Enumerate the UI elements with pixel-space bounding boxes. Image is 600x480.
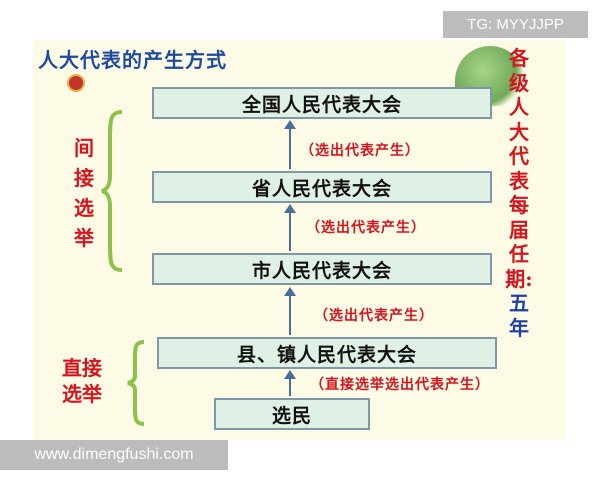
arrow-up-1 bbox=[284, 120, 296, 169]
selection-label-4: （直接选举选出代表产生） bbox=[310, 377, 490, 393]
term-char: 级 bbox=[509, 70, 529, 95]
indirect-char-4: 举 bbox=[74, 226, 94, 250]
term-char: 各 bbox=[509, 46, 529, 70]
arrow-up-4 bbox=[284, 370, 296, 396]
level-box-voters: 选民 bbox=[214, 398, 370, 430]
direct-brace bbox=[127, 340, 145, 426]
bottom-watermark: www.dimengfushi.com bbox=[0, 440, 228, 470]
term-char: 大 bbox=[509, 119, 529, 144]
direct-line-2: 选举 bbox=[62, 382, 102, 406]
indirect-char-1: 间 bbox=[74, 136, 94, 160]
selection-label-1: （选出代表产生） bbox=[300, 143, 420, 159]
term-char: 代 bbox=[509, 144, 529, 168]
level-box-city: 市人民代表大会 bbox=[152, 253, 492, 285]
arrow-up-3 bbox=[284, 287, 296, 335]
term-char: 每 bbox=[509, 193, 529, 217]
selection-label-2: （选出代表产生） bbox=[306, 220, 426, 236]
term-value-char: 年 bbox=[509, 315, 529, 340]
term-char: 人 bbox=[509, 95, 529, 119]
indirect-char-3: 选 bbox=[74, 196, 94, 220]
direct-election-label: 直接 选举 bbox=[52, 355, 112, 407]
term-char: 届 bbox=[509, 217, 529, 242]
level-box-national: 全国人民代表大会 bbox=[152, 87, 492, 119]
top-watermark: TG: MYYJJPP bbox=[443, 11, 588, 38]
level-box-province: 省人民代表大会 bbox=[152, 171, 492, 203]
term-value-char: 五 bbox=[509, 291, 529, 315]
term-char: 期: bbox=[505, 266, 533, 291]
level-box-county-town: 县、镇人民代表大会 bbox=[157, 337, 497, 369]
term-char: 表 bbox=[509, 168, 529, 193]
indirect-election-label: 间 接 选 举 bbox=[72, 133, 96, 253]
indirect-brace bbox=[101, 110, 123, 272]
indirect-char-2: 接 bbox=[74, 166, 94, 190]
term-char: 任 bbox=[509, 242, 529, 266]
term-label: 各 级 人 大 代 表 每 届 任 期: 五 年 bbox=[504, 46, 534, 340]
direct-line-1: 直接 bbox=[62, 356, 102, 380]
selection-label-3: （选出代表产生） bbox=[314, 308, 434, 324]
diagram-title: 人大代表的产生方式 bbox=[38, 48, 227, 72]
emblem-icon bbox=[67, 74, 85, 92]
arrow-up-2 bbox=[284, 204, 296, 251]
